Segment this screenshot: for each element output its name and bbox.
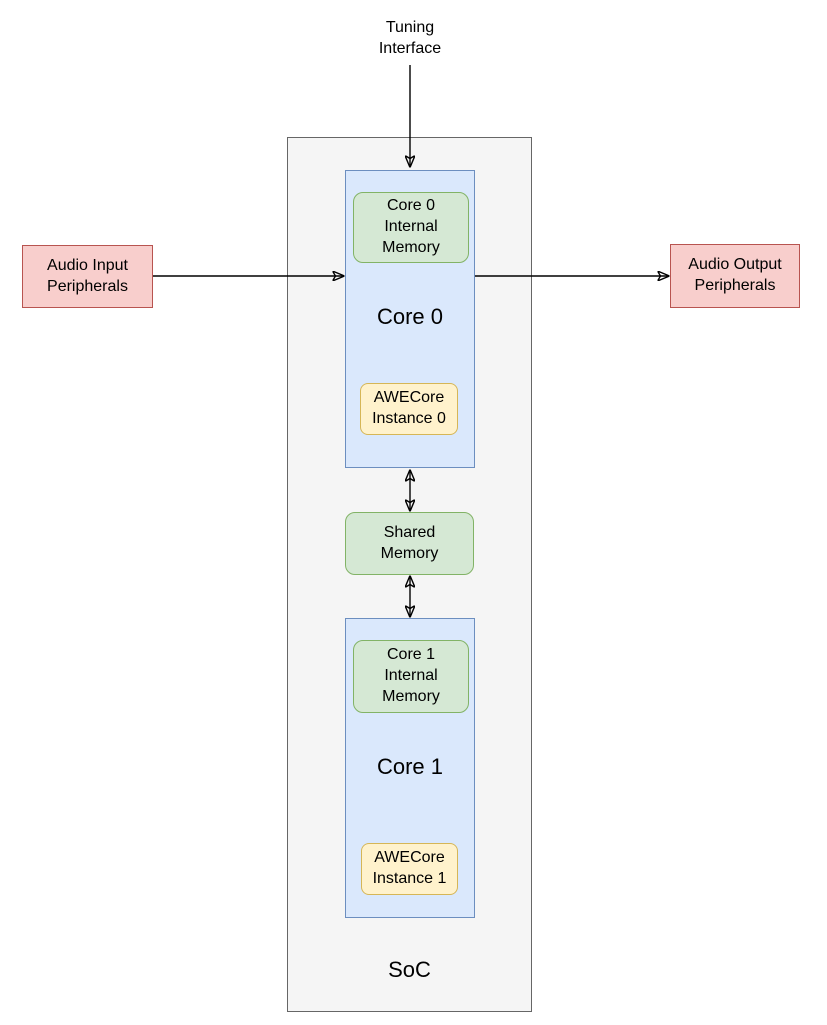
core0-internal-memory-box: Core 0 Internal Memory: [353, 192, 469, 263]
awecore-instance1-box: AWECore Instance 1: [361, 843, 458, 895]
core0-box: Core 0 Internal Memory Core 0 AWECore In…: [345, 170, 475, 468]
core1-title: Core 1: [376, 753, 444, 779]
core1-internal-memory-box: Core 1 Internal Memory: [353, 640, 469, 713]
audio-input-peripherals-box: Audio Input Peripherals: [22, 245, 153, 308]
audio-output-peripherals-box: Audio Output Peripherals: [670, 244, 800, 308]
awecore-instance0-box: AWECore Instance 0: [360, 383, 458, 435]
soc-box: Core 0 Internal Memory Core 0 AWECore In…: [287, 137, 532, 1012]
shared-memory-box: Shared Memory: [345, 512, 474, 575]
core1-box: Core 1 Internal Memory Core 1 AWECore In…: [345, 618, 475, 918]
tuning-interface-label: Tuning Interface: [378, 19, 442, 57]
soc-label: SoC: [388, 956, 431, 982]
core0-title: Core 0: [376, 303, 444, 329]
